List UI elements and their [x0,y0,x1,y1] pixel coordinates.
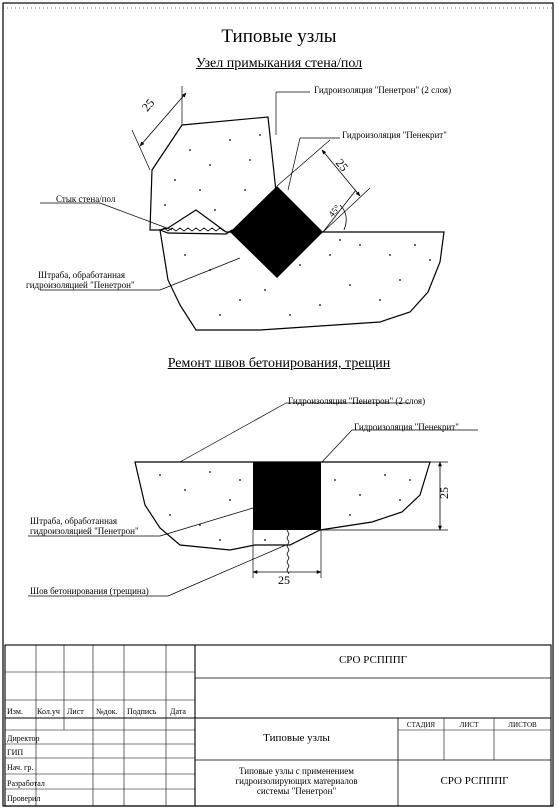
section1-title: Узел примыкания стена/пол [195,56,363,71]
label-penekrit: Гидроизоляция "Пенекрит" [342,130,447,140]
leader-penekrit-1 [287,137,301,191]
stamp-col-ndok: №док. [96,707,118,716]
title-block-lines [4,644,552,807]
stamp-sheet-title: Типовые узлы [263,732,330,744]
label-groove-line2: гидроизоляцией "Пенетрон" [26,280,135,290]
stamp-org-top: СРО РСПППГ [338,654,408,666]
stamp-role-gip: ГИП [7,748,24,757]
concrete-texture-2 [159,471,411,541]
stamp-col-kol: Кол.уч [37,707,60,716]
stamp-role-developer: Разработал [7,779,45,788]
stamp-col-list: Лист [67,707,84,716]
label-penekrit-2: Гидроизоляция "Пенекрит" [354,422,459,432]
leader-joint [99,202,173,231]
stamp-col-data: Дата [170,707,186,716]
dim-line-right [321,149,361,197]
stamp-role-head: Нач. гр. [7,763,34,772]
concrete-body-outline [134,461,431,551]
label-groove2-line1: Штраба, обработанная [30,516,118,526]
stamp-role-checker: Проверил [7,794,41,803]
dim-height-value: 25 [437,487,451,499]
stamp-doc-line3: системы "Пенетрон" [256,786,337,796]
label-seam: Шов бетонирования (трещина) [30,586,149,596]
stamp-col-podpis: Подпись [127,707,157,716]
leader-seam [167,544,287,597]
stamp-col-list2: ЛИСТ [459,721,479,729]
stamp-doc-line2: гидроизолирующих материалов [235,776,358,786]
seam-repair-diagram [28,402,478,597]
wall-floor-junction-diagram [40,86,445,331]
label-wall-floor-joint: Стык стена/пол [56,194,116,204]
section2-title: Ремонт швов бетонирования, трещин [167,356,391,371]
dim-ext-left-b [131,129,151,171]
stamp-role-director: Директор [7,734,40,743]
slope-guide [322,189,357,233]
dim-width-value: 25 [278,573,290,587]
wall-outline [149,116,279,233]
penekrit-diamond [230,186,323,278]
stamp-doc-line1: Типовые узлы с применением [239,766,354,776]
stamp-org-bottom: СРО РСПППГ [440,775,509,787]
dim-line-left [139,92,187,147]
leader-penekrit-2 [321,429,353,463]
main-title: Типовые узлы [221,26,337,47]
label-groove-line1: Штраба, обработанная [38,270,126,280]
joint-line [159,227,225,232]
dim-ext-right-a [276,139,331,187]
label-penetron-2-layers: Гидроизоляция "Пенетрон" (2 слоя) [314,85,452,95]
stamp-col-stadia: СТАДИЯ [406,721,436,729]
leader-penetron-2 [179,402,287,463]
floor-slab-outline [159,229,445,331]
stamp-col-izm: Изм. [7,707,23,716]
angle-arc [339,204,347,231]
leader-groove-2 [159,507,254,537]
dim-ext-right-b [322,187,371,233]
penekrit-square [253,462,321,530]
stamp-col-listov: ЛИСТОВ [508,721,537,729]
label-groove2-line2: гидроизоляцией "Пенетрон" [30,526,139,536]
leader-groove-1 [159,257,241,291]
label-penetron-2-layers-2: Гидроизоляция "Пенетрон" (2 слоя) [288,396,426,406]
concrete-texture-1 [164,134,431,316]
seam-crack-line [286,529,290,575]
